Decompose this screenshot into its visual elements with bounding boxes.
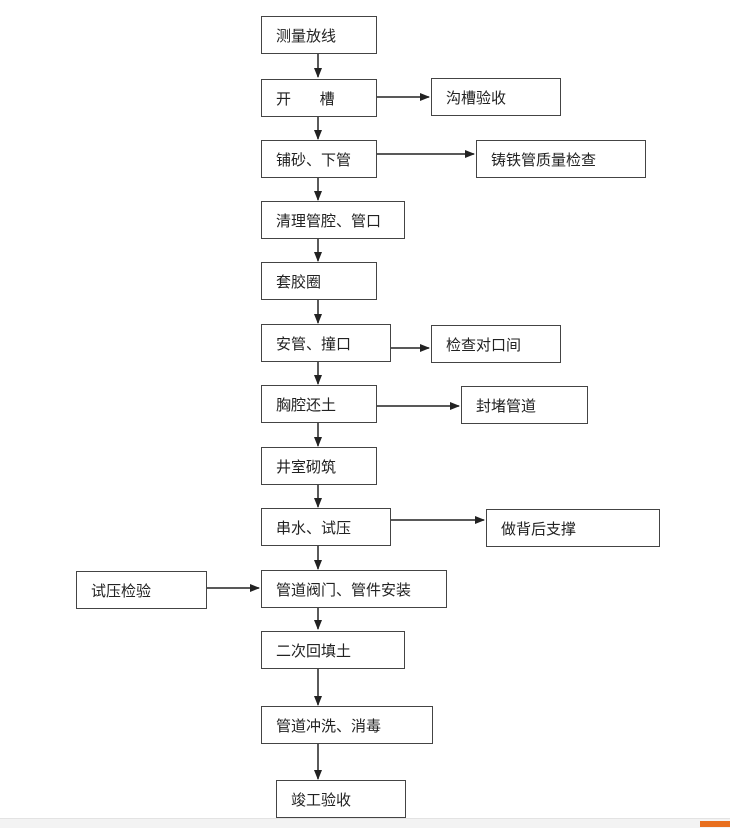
side-pressure-inspection: 试压检验 [76, 571, 207, 609]
accent-tab [700, 821, 730, 827]
step-clean-pipe: 清理管腔、管口 [261, 201, 405, 239]
step-backfill-chest: 胸腔还土 [261, 385, 377, 423]
step-rubber-ring: 套胶圈 [261, 262, 377, 300]
step-survey-layout: 测量放线 [261, 16, 377, 54]
step-install-joint: 安管、撞口 [261, 324, 391, 362]
step-flush-disinfect: 管道冲洗、消毒 [261, 706, 433, 744]
step-water-pressure: 串水、试压 [261, 508, 391, 546]
step-sand-lay-pipe: 铺砂、下管 [261, 140, 377, 178]
side-trench-acceptance: 沟槽验收 [431, 78, 561, 116]
step-manhole: 井室砌筑 [261, 447, 377, 485]
side-pipe-quality-check: 铸铁管质量检查 [476, 140, 646, 178]
step-completion: 竣工验收 [276, 780, 406, 818]
side-back-support: 做背后支撑 [486, 509, 660, 547]
side-joint-gap-check: 检查对口间 [431, 325, 561, 363]
bottom-bar [0, 818, 730, 828]
step-second-backfill: 二次回填土 [261, 631, 405, 669]
side-seal-pipe: 封堵管道 [461, 386, 588, 424]
step-valve-fitting: 管道阀门、管件安装 [261, 570, 447, 608]
step-trenching: 开 槽 [261, 79, 377, 117]
